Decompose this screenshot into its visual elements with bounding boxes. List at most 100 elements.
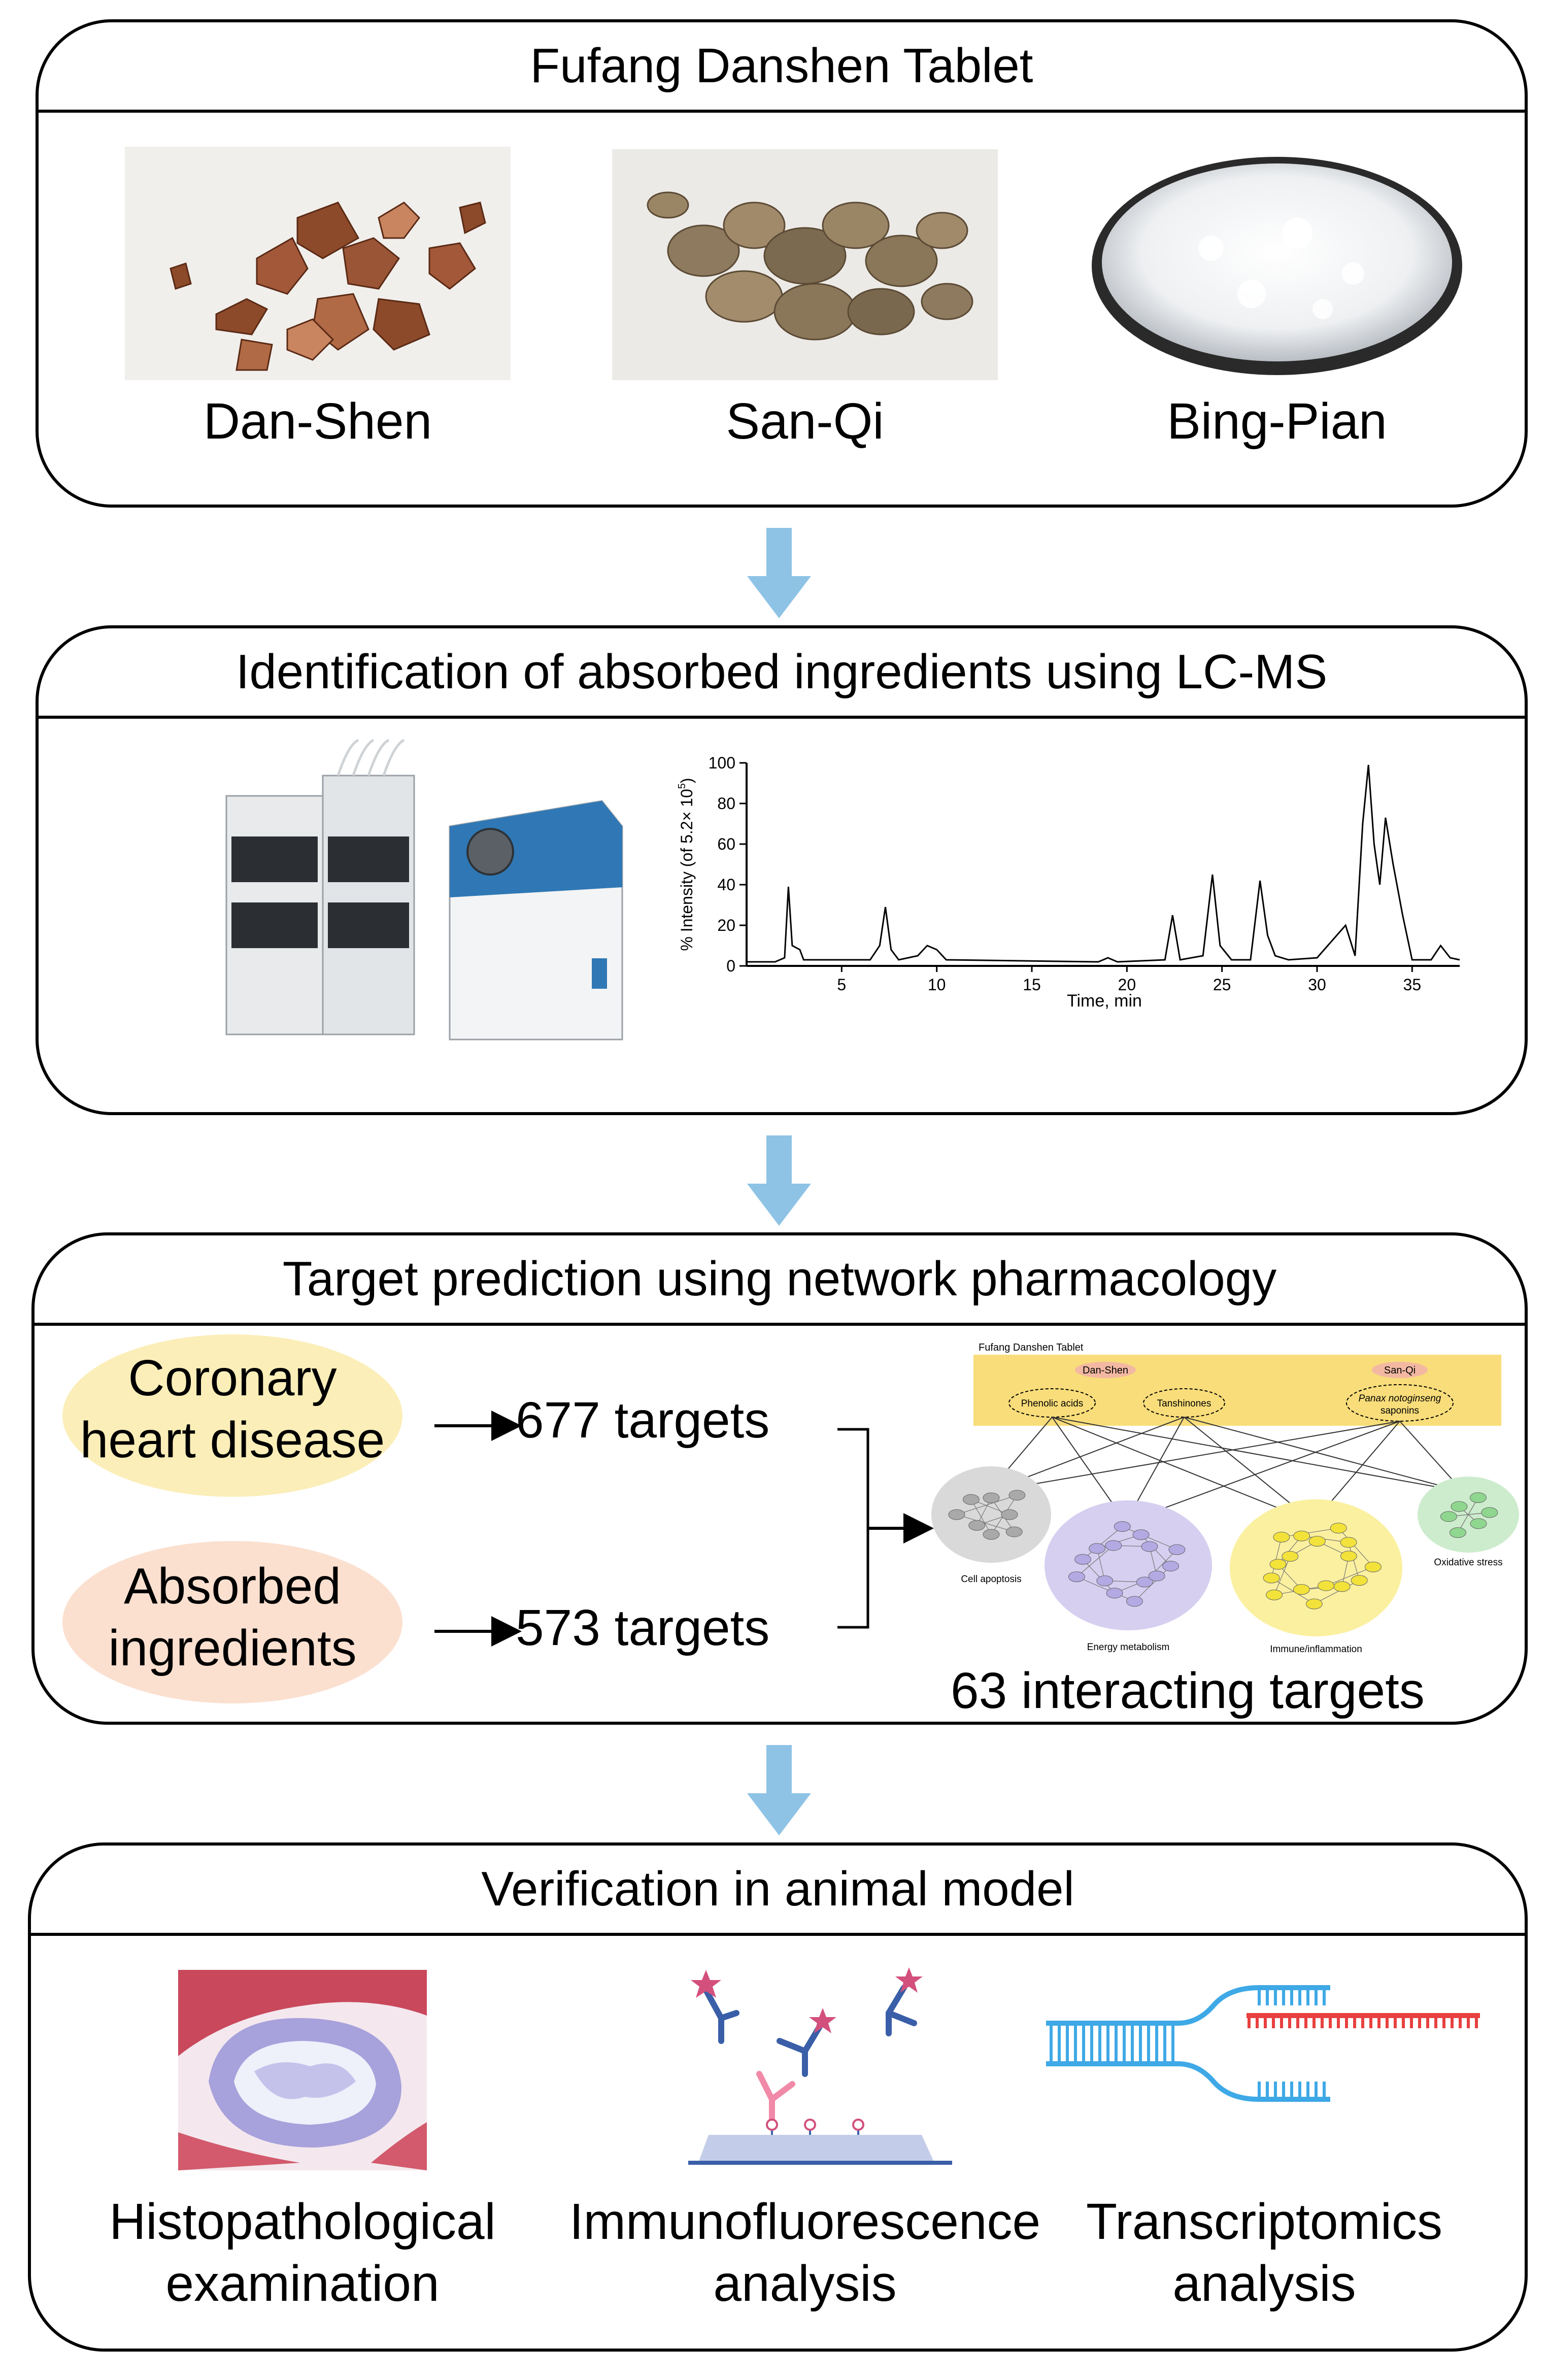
x-tick-label: 30 [1308, 976, 1326, 994]
cluster-label-energy: Energy metabolism [1087, 1642, 1170, 1653]
network-node [1105, 1540, 1122, 1551]
ingredients-oval [62, 1541, 402, 1703]
network-node [1106, 1588, 1123, 1599]
disease-targets-count: 677 targets [516, 1392, 770, 1449]
ingredient-targets-count: 573 targets [516, 1599, 770, 1656]
network-edge [1281, 1527, 1339, 1537]
y-tick-label: 0 [726, 957, 735, 975]
network-node [1141, 1541, 1158, 1552]
network-edge [1076, 1576, 1135, 1602]
method-label-histology-2: examination [165, 2255, 440, 2312]
x-tick-label: 5 [837, 976, 846, 994]
network-edge [1314, 1580, 1360, 1604]
flow-arrows [434, 1411, 934, 1647]
network-node [1340, 1551, 1357, 1562]
network-edge [956, 1495, 1018, 1515]
network-node [948, 1509, 965, 1520]
san-qi-image [612, 149, 998, 380]
x-tick-label: 15 [1023, 976, 1041, 994]
y-tick-label: 100 [709, 754, 735, 772]
network-edge [1122, 1526, 1177, 1550]
network-node [1364, 1561, 1382, 1572]
network-node [1089, 1543, 1106, 1554]
network-node [1096, 1575, 1114, 1586]
network-group-tanshinones: Tanshinones [1157, 1398, 1211, 1409]
network-node [1074, 1554, 1091, 1565]
method-label-immuno-2: analysis [713, 2255, 897, 2312]
network-node [1126, 1596, 1143, 1607]
network-node [1132, 1529, 1150, 1540]
network-node [962, 1494, 980, 1505]
network-edge [1076, 1545, 1114, 1577]
network-herb-sanqi: San-Qi [1384, 1365, 1416, 1376]
herb-label-dan-shen: Dan-Shen [203, 393, 432, 450]
network-node [1068, 1571, 1085, 1583]
herb-label-bing-pian: Bing-Pian [1167, 393, 1387, 450]
network-node [1318, 1580, 1335, 1591]
network-edge [1271, 1537, 1282, 1578]
network-node [983, 1529, 1000, 1540]
network-node [1263, 1572, 1280, 1584]
network-edge [1083, 1559, 1115, 1594]
bing-pian-image [1092, 157, 1462, 375]
y-tick-label: 60 [717, 835, 735, 853]
panel-title-formula: Fufang Danshen Tablet [39, 22, 1525, 113]
network-group-saponins-1: Panax notoginseng [1359, 1393, 1441, 1404]
network-node [1340, 1537, 1357, 1548]
network-group-phenolic: Phenolic acids [1021, 1398, 1084, 1409]
method-label-immuno-1: Immunofluorescence [569, 2193, 1041, 2250]
y-tick-label: 20 [717, 916, 735, 934]
network-herb-danshen: Dan-Shen [1083, 1365, 1128, 1376]
network-node [1148, 1570, 1165, 1582]
chromatogram-xlabel: Time, min [1067, 991, 1142, 1011]
network-edge [1097, 1548, 1105, 1581]
lcms-instrument-image [225, 739, 623, 1041]
y-tick-label: 80 [717, 794, 735, 813]
network-node [1470, 1518, 1487, 1529]
network-edge [1457, 1497, 1478, 1533]
network-node [1308, 1536, 1326, 1547]
network-edge [1083, 1526, 1123, 1560]
x-tick-label: 20 [1118, 976, 1136, 994]
network-edge [1326, 1566, 1373, 1586]
network-header: Fufang Danshen Tablet [979, 1342, 1084, 1353]
network-node [1449, 1527, 1466, 1538]
network-node [1273, 1531, 1290, 1543]
panel-title-verification: Verification in animal model [31, 1846, 1525, 1936]
disease-oval [62, 1334, 402, 1497]
network-node [1451, 1501, 1468, 1512]
chromatogram-trace [747, 764, 1460, 963]
cluster-label-immune: Immune/inflammation [1270, 1644, 1362, 1655]
cluster-label-apoptosis: Cell apoptosis [961, 1574, 1021, 1585]
panel-title-lcms: Identification of absorbed ingredients u… [39, 628, 1525, 719]
y-tick-label: 40 [717, 876, 735, 894]
network-node [968, 1520, 986, 1531]
network-node [983, 1492, 1000, 1503]
x-tick-label: 35 [1403, 976, 1422, 994]
method-label-transcriptomics-2: analysis [1172, 2255, 1356, 2312]
histology-image [178, 1970, 427, 2170]
network-edge [1338, 1528, 1373, 1567]
ingredients-label-line2: ingredients [108, 1620, 357, 1677]
cluster-label-oxidative: Oxidative stress [1434, 1557, 1502, 1568]
chromatogram-ylabel: % Intensity (of 5.2× 105) [677, 778, 696, 951]
network-node [1293, 1530, 1310, 1541]
network-node [1282, 1551, 1299, 1562]
network-edge [956, 1514, 1015, 1532]
interacting-targets-count: 63 interacting targets [951, 1662, 1425, 1719]
network-node [1162, 1560, 1180, 1571]
dan-shen-image [125, 147, 511, 380]
network-node [1001, 1509, 1018, 1520]
method-label-transcriptomics-1: Transcriptomics [1086, 2193, 1442, 2250]
method-label-histology-1: Histopathological [109, 2193, 496, 2250]
panel-lcms: Identification of absorbed ingredients u… [36, 625, 1528, 1115]
cluster-apoptosis [931, 1466, 1051, 1563]
immunofluorescence-image [688, 1967, 952, 2165]
network-node [1269, 1559, 1287, 1570]
network-figure: Fufang Danshen Tablet Dan-Shen San-Qi Ph… [931, 1342, 1519, 1655]
network-edge [1348, 1542, 1360, 1581]
down-arrow-3 [747, 1745, 811, 1835]
transcriptomics-image [1046, 1985, 1480, 2102]
network-edge [1271, 1578, 1315, 1604]
down-arrow-2 [747, 1135, 811, 1226]
